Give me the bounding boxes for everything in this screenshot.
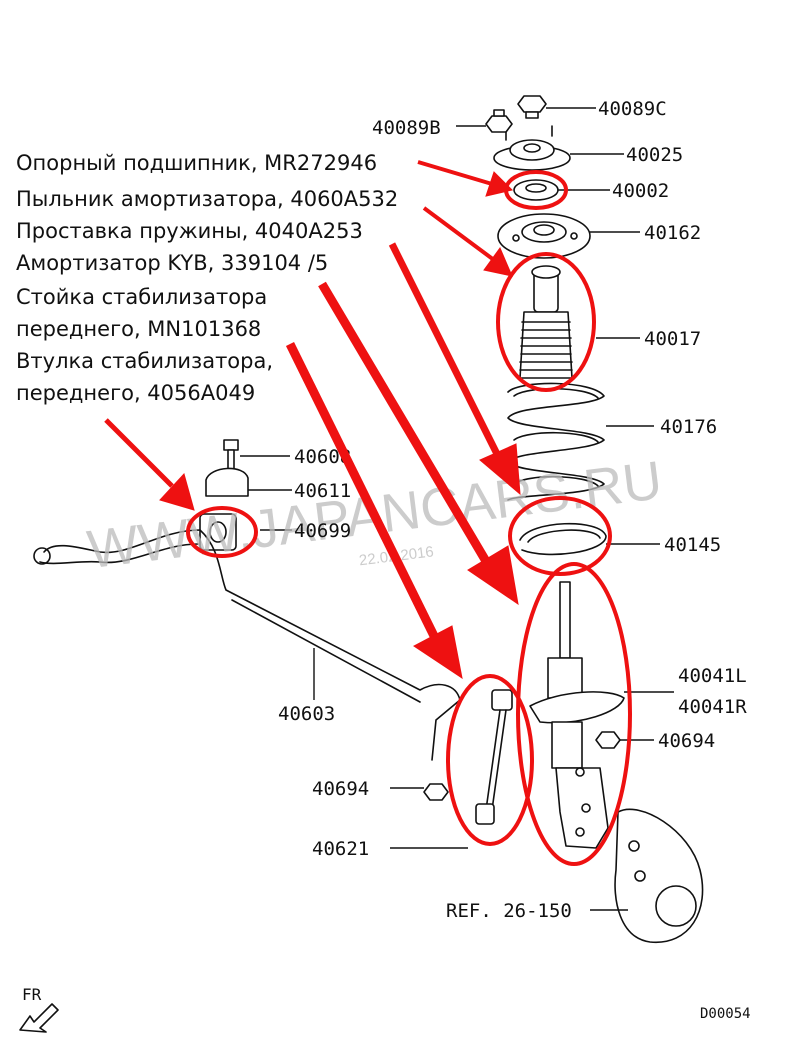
arrow-head-dust-boot bbox=[483, 246, 513, 277]
description-shock-boot: Пыльник амортизатора, 4060A532 bbox=[16, 187, 398, 211]
nut-40694-strut bbox=[595, 731, 621, 749]
description-stabilizer-link-line1: Стойка стабилизатора bbox=[16, 285, 267, 309]
spring-seat-40162 bbox=[497, 213, 591, 259]
front-direction-arrow-icon bbox=[19, 1003, 59, 1033]
description-shock-absorber: Амортизатор KYB, 339104 /5 bbox=[16, 251, 328, 275]
arrow-head-shock-absorber bbox=[467, 545, 519, 606]
label-ref-knuckle: REF. 26-150 bbox=[446, 900, 572, 922]
bearing-40002 bbox=[513, 179, 559, 201]
label-40041R: 40041R bbox=[678, 696, 747, 718]
part-number-labels: 40089C 40089B 40025 40002 40162 40017 40… bbox=[278, 98, 747, 922]
highlight-stabilizer-bushing bbox=[186, 506, 258, 558]
bracket-40611 bbox=[205, 467, 249, 497]
knuckle-ref bbox=[614, 808, 704, 943]
description-strut-bearing: Опорный подшипник, MR272946 bbox=[16, 151, 377, 175]
label-40699: 40699 bbox=[294, 520, 351, 542]
label-40041L: 40041L bbox=[678, 665, 747, 687]
label-40089C: 40089C bbox=[598, 98, 667, 120]
label-40162: 40162 bbox=[644, 222, 701, 244]
dust-boot-40017 bbox=[519, 265, 573, 379]
highlight-shock-absorber bbox=[516, 562, 632, 866]
front-direction-indicator: FR bbox=[19, 985, 59, 1033]
spring-pad-40145 bbox=[519, 522, 607, 556]
front-direction-label: FR bbox=[22, 985, 42, 1004]
bolt-40608 bbox=[223, 439, 239, 471]
shock-absorber-40041 bbox=[529, 581, 625, 849]
label-40002: 40002 bbox=[612, 180, 669, 202]
arrow-head-spring-pad bbox=[479, 443, 521, 496]
label-40017: 40017 bbox=[644, 328, 701, 350]
nut-40089C bbox=[517, 95, 547, 119]
label-40611: 40611 bbox=[294, 480, 351, 502]
diagram-code: D00054 bbox=[700, 1006, 751, 1022]
description-list: Опорный подшипник, MR272946 Пыльник амор… bbox=[16, 151, 398, 405]
arrow-head-stabilizer-link bbox=[413, 625, 463, 680]
highlight-stabilizer-link bbox=[446, 674, 534, 846]
nut-40089B bbox=[485, 109, 513, 133]
arrow-head-bearing bbox=[485, 171, 513, 197]
label-40694-bar: 40694 bbox=[312, 778, 369, 800]
label-40176: 40176 bbox=[660, 416, 717, 438]
label-40608: 40608 bbox=[294, 446, 351, 468]
leader-lines bbox=[240, 107, 674, 911]
label-40621: 40621 bbox=[312, 838, 369, 860]
description-stabilizer-link-line2: переднего, MN101368 bbox=[16, 317, 261, 341]
description-spring-spacer: Проставка пружины, 4040A253 bbox=[16, 219, 363, 243]
nut-40694-bar bbox=[423, 783, 449, 801]
label-40694-strut: 40694 bbox=[658, 730, 715, 752]
top-mount-40025 bbox=[493, 125, 571, 171]
highlight-dust-boot bbox=[496, 252, 596, 392]
red-arrows bbox=[104, 160, 521, 680]
arrow-head-stabilizer-bushing bbox=[159, 473, 195, 511]
description-stabilizer-bushing-line2: переднего, 4056A049 bbox=[16, 381, 255, 405]
label-40145: 40145 bbox=[664, 534, 721, 556]
label-40089B: 40089B bbox=[372, 117, 441, 139]
description-stabilizer-bushing-line1: Втулка стабилизатора, bbox=[16, 349, 273, 373]
label-40603: 40603 bbox=[278, 703, 335, 725]
label-40025: 40025 bbox=[626, 144, 683, 166]
highlight-circles bbox=[186, 170, 632, 866]
highlight-spring-pad bbox=[508, 496, 612, 576]
stabilizer-link-40621 bbox=[475, 689, 513, 825]
stabilizer-bar-40603 bbox=[33, 529, 461, 761]
